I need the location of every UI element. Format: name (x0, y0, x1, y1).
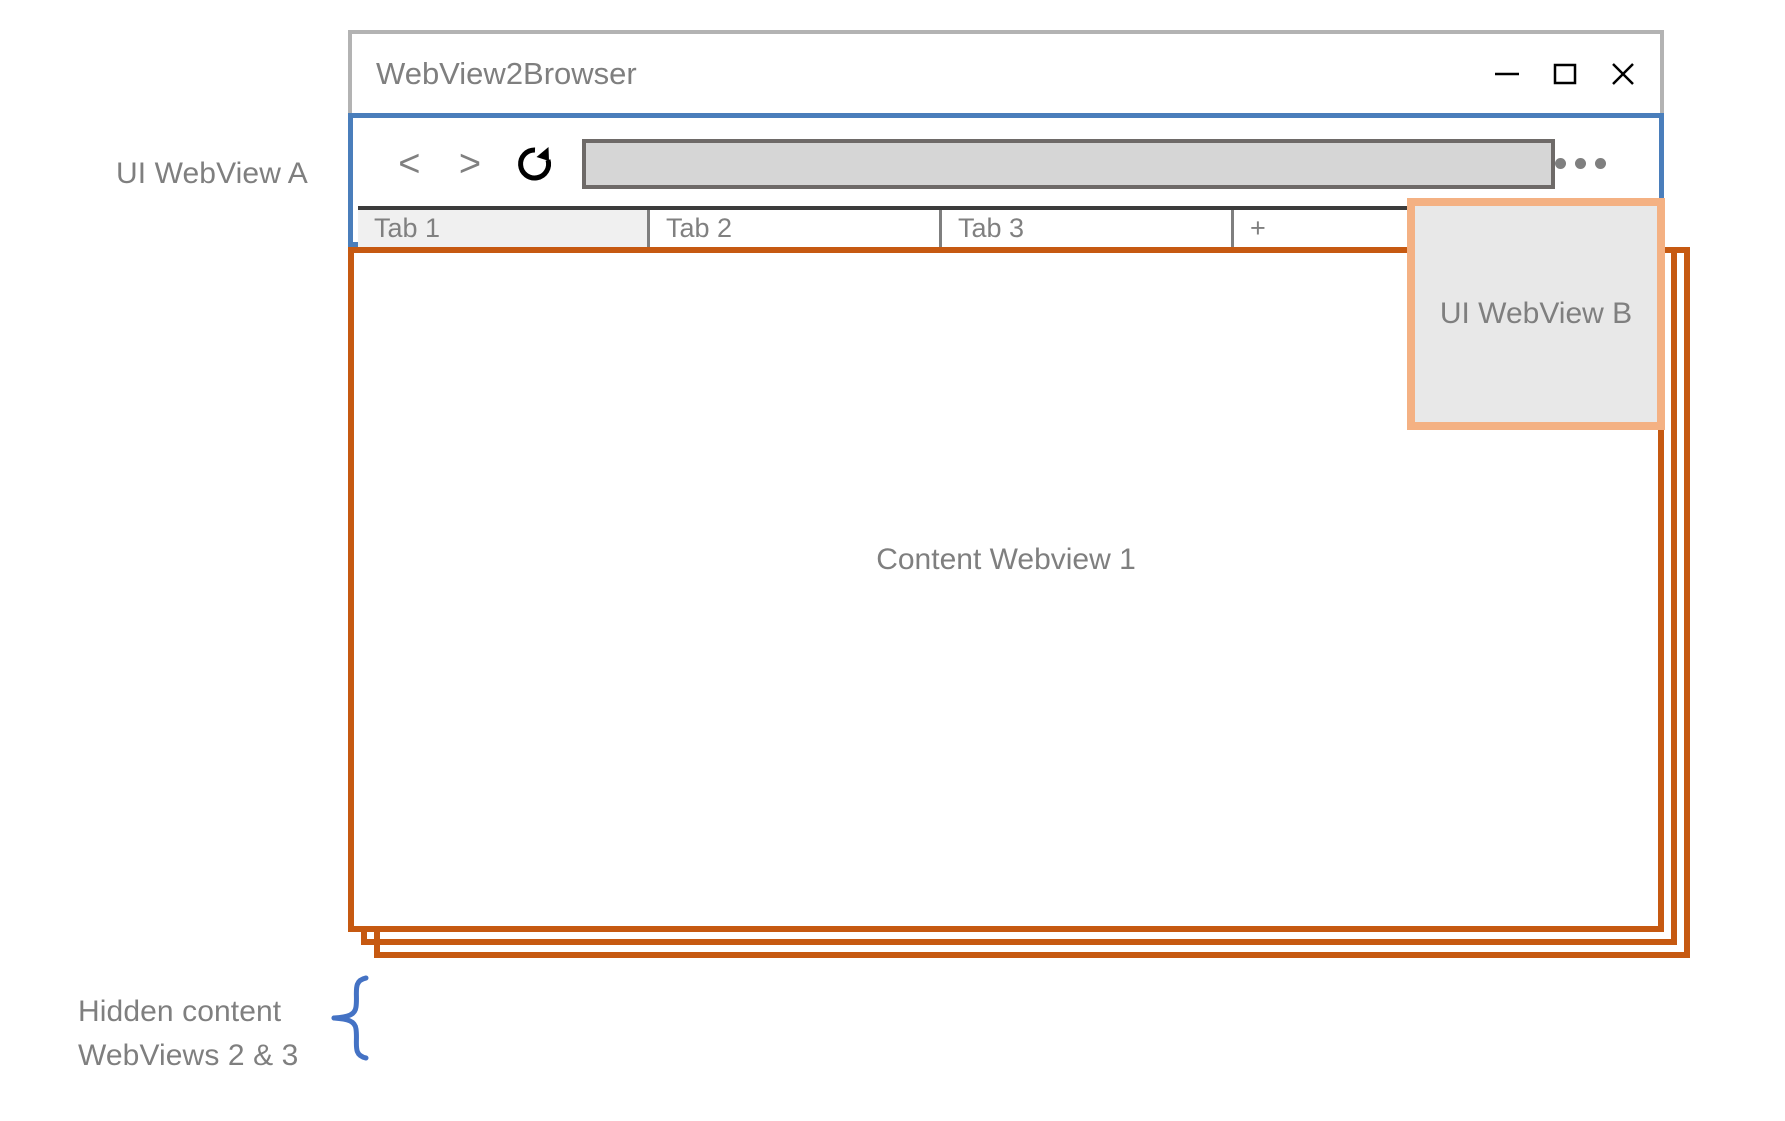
tab-1[interactable]: Tab 1 (358, 210, 650, 247)
content-webview-label: Content Webview 1 (876, 543, 1136, 576)
forward-icon[interactable]: > (458, 142, 482, 185)
address-input[interactable] (582, 138, 1556, 189)
back-icon[interactable]: < (398, 142, 421, 185)
minimize-icon[interactable] (1492, 59, 1522, 89)
window-controls (1492, 59, 1638, 89)
close-icon[interactable] (1608, 59, 1638, 89)
reload-icon[interactable] (511, 138, 558, 190)
hidden-content-annotation-label: Hidden content WebViews 2 & 3 (78, 995, 299, 1072)
more-options-icon[interactable] (1555, 158, 1607, 169)
application-window: WebView2Browser (348, 30, 1664, 118)
ui-webview-b-label: UI WebView B (1439, 297, 1633, 330)
ui-webview-b: UI WebView B (1407, 198, 1665, 430)
brace-icon (326, 973, 386, 1063)
ui-webview-a-annotation-label: UI WebView A (116, 157, 308, 190)
tab-3[interactable]: Tab 3 (942, 210, 1234, 247)
maximize-icon[interactable] (1550, 59, 1580, 89)
tab-2[interactable]: Tab 2 (650, 210, 942, 247)
browser-toolbar: < > (358, 123, 1654, 204)
window-title: WebView2Browser (376, 56, 637, 91)
new-tab-button[interactable]: + (1234, 210, 1394, 247)
